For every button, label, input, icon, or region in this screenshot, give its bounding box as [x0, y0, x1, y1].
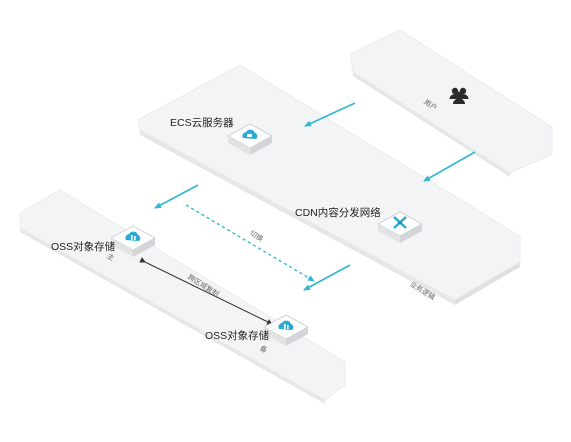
oss-backup-node	[263, 314, 309, 346]
oss-backup-label: OSS对象存储	[205, 330, 270, 342]
oss-primary-node	[110, 225, 156, 257]
ecs-label: ECS云服务器	[170, 117, 234, 129]
replication-arrow	[139, 257, 273, 325]
cdn-node	[377, 211, 423, 243]
cdn-label: CDN内容分发网络	[295, 207, 381, 219]
user-plane-edge	[353, 72, 510, 177]
arrow-user-to-ecs	[304, 102, 356, 127]
business-logic-plane-edge	[140, 130, 455, 305]
ecs-node	[227, 123, 273, 155]
arrow-cdn-to-oss-backup	[303, 264, 351, 291]
switch-dashed-arrow	[185, 204, 315, 282]
cloud-storage-icon	[125, 231, 141, 241]
cloud-server-icon	[242, 129, 258, 139]
oss-primary-label: OSS对象存储	[51, 241, 116, 253]
business-logic-plane-side	[455, 262, 520, 305]
cloud-storage-icon	[278, 320, 294, 330]
cdn-network-icon	[393, 216, 407, 229]
arrow-ecs-to-oss-primary	[154, 184, 199, 209]
arrow-user-to-cdn	[423, 151, 476, 182]
storage-plane-edge	[20, 228, 325, 404]
users-icon	[449, 87, 469, 104]
storage-plane	[19, 189, 346, 401]
